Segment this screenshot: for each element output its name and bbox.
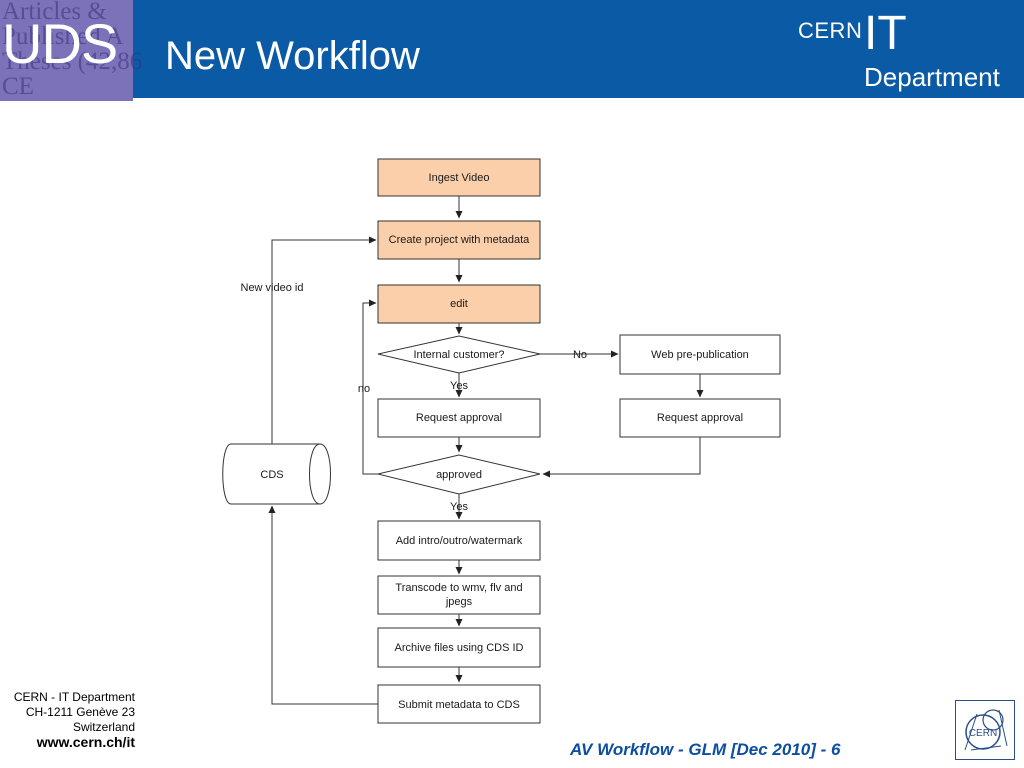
node-internal-customer <box>377 335 541 374</box>
edge-approved-no-loop <box>362 299 380 475</box>
address-line: CERN - IT Department <box>13 690 135 704</box>
logo-bg-line: Articles & <box>2 0 107 25</box>
uds-logo: Articles & Published A Theses (42,86 CE … <box>0 0 142 101</box>
node-cds-storage-curve <box>309 443 321 505</box>
node-submit <box>377 684 541 724</box>
footer-caption: AV Workflow - GLM [Dec 2010] - 6 <box>570 740 841 759</box>
label-cds: CDS <box>260 469 283 481</box>
header-bar <box>0 0 1024 98</box>
edge-right-request-approved <box>542 437 701 478</box>
org-it-text: IT <box>864 7 907 60</box>
node-add-intro <box>377 520 541 561</box>
footer-url[interactable]: www.cern.ch/it <box>36 734 135 750</box>
address-line: Switzerland <box>72 720 135 734</box>
edge-label-no-caps: No <box>573 349 587 361</box>
label-request-approval-right: Request approval <box>657 412 743 424</box>
cern-logo-text: CERN <box>969 728 997 739</box>
label-submit: Submit metadata to CDS <box>398 699 520 711</box>
label-ingest-video: Ingest Video <box>429 172 490 184</box>
label-transcode-line1: Transcode to wmv, flv and <box>395 582 522 594</box>
edge-submit-cds <box>268 505 378 705</box>
cern-logo: CERN <box>955 700 1015 760</box>
label-transcode-line2: jpegs <box>445 596 473 608</box>
logo-uds-text: UDS <box>2 12 118 75</box>
node-edit <box>377 284 541 324</box>
org-department-text: Department <box>864 62 1000 92</box>
node-web-prepublication <box>619 334 781 375</box>
node-transcode <box>377 575 541 615</box>
node-create-project <box>377 220 541 260</box>
node-request-approval-left <box>377 398 541 438</box>
logo-background-text: Articles & Published A Theses (42,86 CE <box>2 0 182 100</box>
org-cern-text: CERN <box>798 18 863 43</box>
label-create-project: Create project with metadata <box>389 234 531 246</box>
label-request-approval-left: Request approval <box>416 412 502 424</box>
node-ingest-video <box>377 158 541 197</box>
edge-label-yes-internal: Yes <box>450 380 468 392</box>
node-approved <box>377 454 541 495</box>
edge-cds-create <box>271 236 377 444</box>
cern-it-department-logo: CERN IT Department <box>798 8 1018 94</box>
label-web-prepublication: Web pre-publication <box>651 349 749 361</box>
edge-label-yes-approved: Yes <box>450 501 468 513</box>
edge-label-new-video-id: New video id <box>241 282 304 294</box>
label-archive: Archive files using CDS ID <box>395 642 524 654</box>
address-line: CH-1211 Genève 23 <box>25 705 135 719</box>
label-internal-customer: Internal customer? <box>413 349 504 361</box>
logo-bg-line: Theses (42,86 <box>2 48 143 75</box>
node-request-approval-right <box>619 398 781 438</box>
label-add-intro: Add intro/outro/watermark <box>396 535 523 547</box>
footer-address: CERN - IT Department CH-1211 Genève 23 S… <box>14 690 135 750</box>
edge-label-no-loop: no <box>358 383 370 395</box>
node-archive <box>377 627 541 668</box>
logo-bg-line: Published A <box>2 23 124 50</box>
label-edit: edit <box>450 298 468 310</box>
label-approved: approved <box>436 469 482 481</box>
page-title: New Workflow <box>165 34 420 78</box>
logo-bg-line: CE <box>2 73 34 100</box>
